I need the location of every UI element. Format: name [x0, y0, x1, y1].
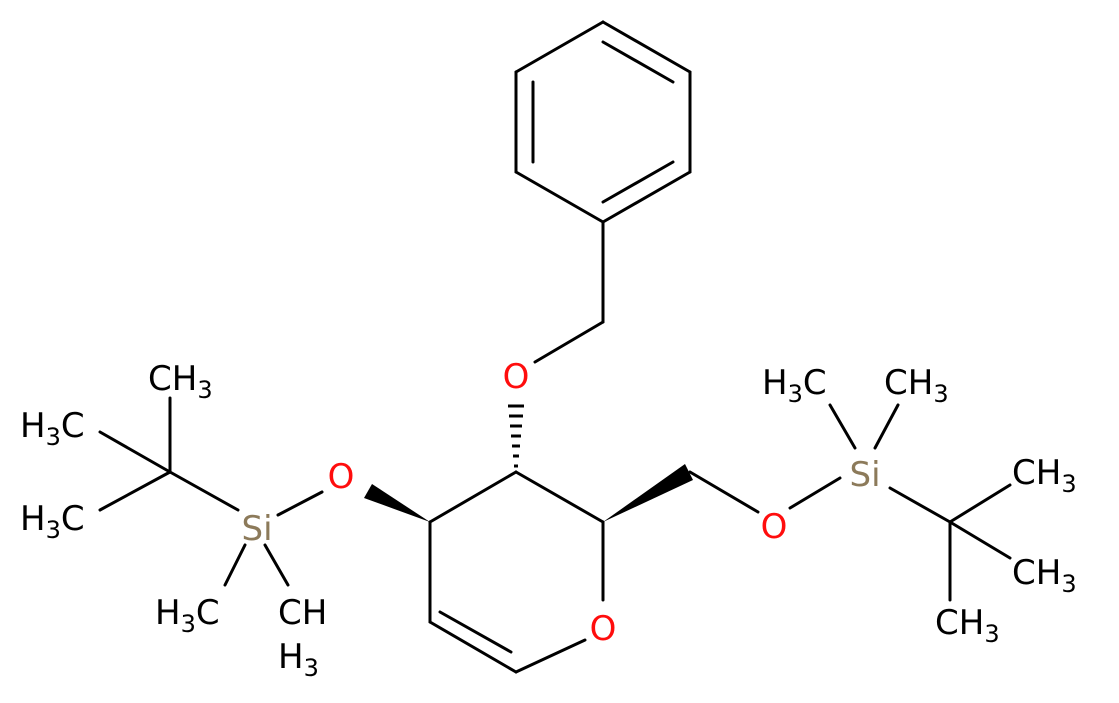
right-si-methyl-ch3: CH3	[884, 363, 949, 408]
alkene-double-bond	[438, 610, 513, 654]
wedge-bond-left	[364, 484, 430, 522]
left-si-methyl-ch: CH	[278, 593, 327, 633]
right-tbu-mid-ch3: CH3	[1012, 553, 1077, 598]
silicon-left-label: Si	[241, 509, 272, 549]
benzene-double-bond	[601, 160, 675, 204]
oxygen-ring-label: O	[590, 609, 617, 649]
hashed-bond-benzyl	[508, 404, 524, 468]
oxygen-right-label: O	[761, 507, 788, 547]
left-tbu-upper-h3c: H3C	[20, 406, 85, 451]
oxygen-benzyl-label: O	[503, 357, 530, 397]
left-si-methyl-h3c: H3C	[155, 593, 220, 638]
benzene-ring	[514, 20, 692, 224]
bonds	[98, 220, 1012, 674]
methyl-labels: CH3 H3C H3C H3C CH H3 H3C CH3 CH3	[20, 359, 1077, 682]
left-tbu-lower-h3c: H3C	[20, 499, 85, 544]
wedge-bond-right	[603, 464, 693, 522]
right-tbu-bottom-ch3: CH3	[935, 603, 1000, 648]
oxygen-left-label: O	[328, 457, 355, 497]
benzene-double-bond	[601, 40, 675, 84]
right-tbu-top-ch3: CH3	[1012, 453, 1077, 498]
left-tbu-top-ch3: CH3	[148, 359, 213, 404]
silicon-right-label: Si	[849, 455, 880, 495]
right-si-methyl-h3c: H3C	[762, 363, 827, 408]
atom-labels: O O O O Si Si	[241, 357, 880, 649]
left-si-methyl-h3: H3	[278, 637, 319, 682]
